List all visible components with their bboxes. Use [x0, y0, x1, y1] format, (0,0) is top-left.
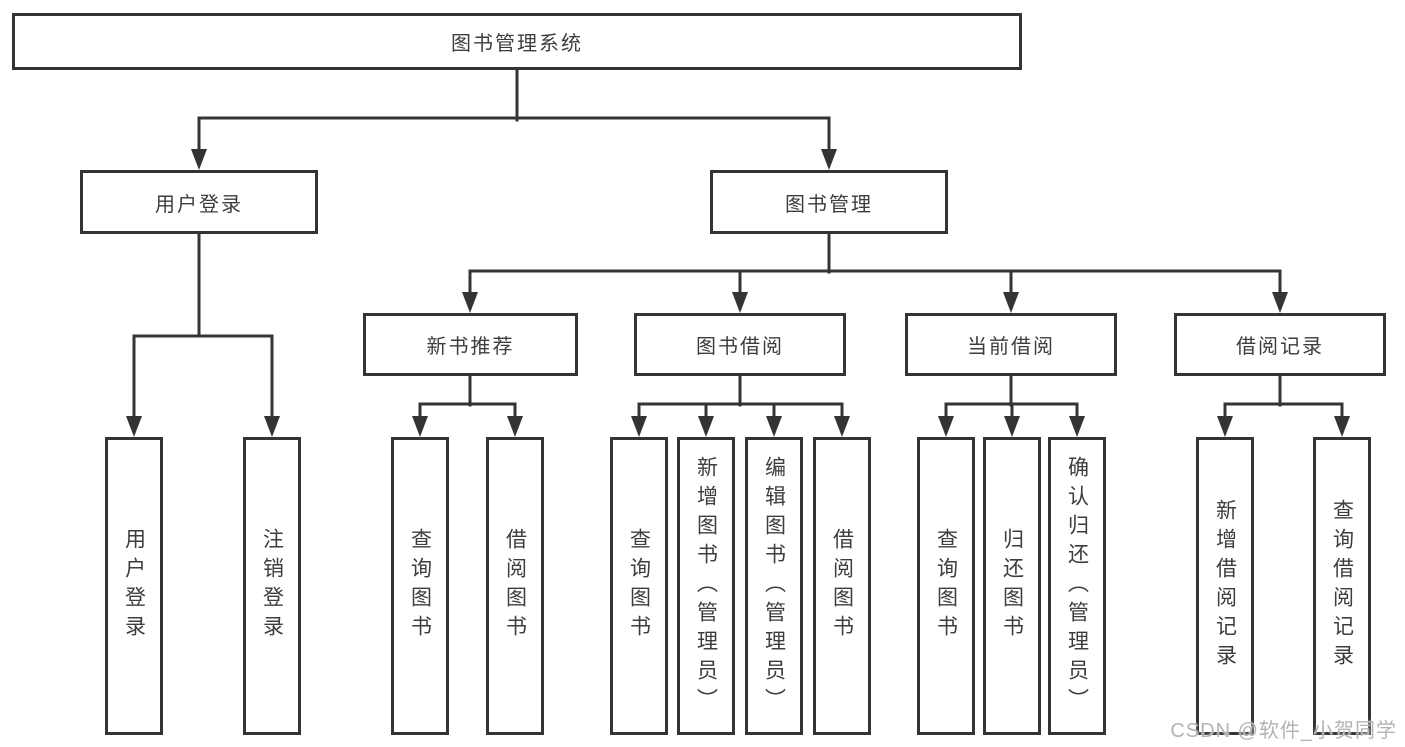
leaf-add-books-admin-label: 新增图书（管理员） — [694, 455, 718, 717]
leaf-borrow-books: 借阅图书 — [813, 437, 871, 735]
leaf-edit-books-admin-label: 编辑图书（管理员） — [762, 455, 786, 717]
leaf-query-books-borrowing: 查询图书 — [610, 437, 668, 735]
leaf-query-books-recommend-label: 查询图书 — [408, 528, 432, 644]
leaf-confirm-return-admin-label: 确认归还（管理员） — [1065, 455, 1089, 717]
leaf-borrow-books-recommend: 借阅图书 — [486, 437, 544, 735]
leaf-borrow-books-label: 借阅图书 — [830, 528, 854, 644]
leaf-add-borrow-record-label: 新增借阅记录 — [1213, 499, 1237, 673]
node-borrowing-records: 借阅记录 — [1174, 313, 1386, 376]
leaf-logout-label: 注销登录 — [260, 528, 284, 644]
leaf-user-login-label: 用户登录 — [122, 528, 146, 644]
leaf-confirm-return-admin: 确认归还（管理员） — [1048, 437, 1106, 735]
leaf-logout: 注销登录 — [243, 437, 301, 735]
leaf-borrow-books-recommend-label: 借阅图书 — [503, 528, 527, 644]
leaf-add-books-admin: 新增图书（管理员） — [677, 437, 735, 735]
leaf-return-books-label: 归还图书 — [1000, 528, 1024, 644]
node-book-management-branch: 图书管理 — [710, 170, 948, 234]
leaf-query-borrow-record: 查询借阅记录 — [1313, 437, 1371, 735]
leaf-query-borrow-record-label: 查询借阅记录 — [1330, 499, 1354, 673]
leaf-return-books: 归还图书 — [983, 437, 1041, 735]
leaf-query-books-current: 查询图书 — [917, 437, 975, 735]
leaf-query-books-current-label: 查询图书 — [934, 528, 958, 644]
node-new-book-recommendation: 新书推荐 — [363, 313, 578, 376]
leaf-add-borrow-record: 新增借阅记录 — [1196, 437, 1254, 735]
csdn-watermark: CSDN @软件_小贺同学 — [1170, 720, 1397, 742]
node-current-borrowing: 当前借阅 — [905, 313, 1117, 376]
node-user-login-branch: 用户登录 — [80, 170, 318, 234]
node-library-management-system: 图书管理系统 — [12, 13, 1022, 70]
leaf-query-books-recommend: 查询图书 — [391, 437, 449, 735]
node-book-borrowing: 图书借阅 — [634, 313, 846, 376]
leaf-query-books-borrowing-label: 查询图书 — [627, 528, 651, 644]
leaf-user-login: 用户登录 — [105, 437, 163, 735]
leaf-edit-books-admin: 编辑图书（管理员） — [745, 437, 803, 735]
